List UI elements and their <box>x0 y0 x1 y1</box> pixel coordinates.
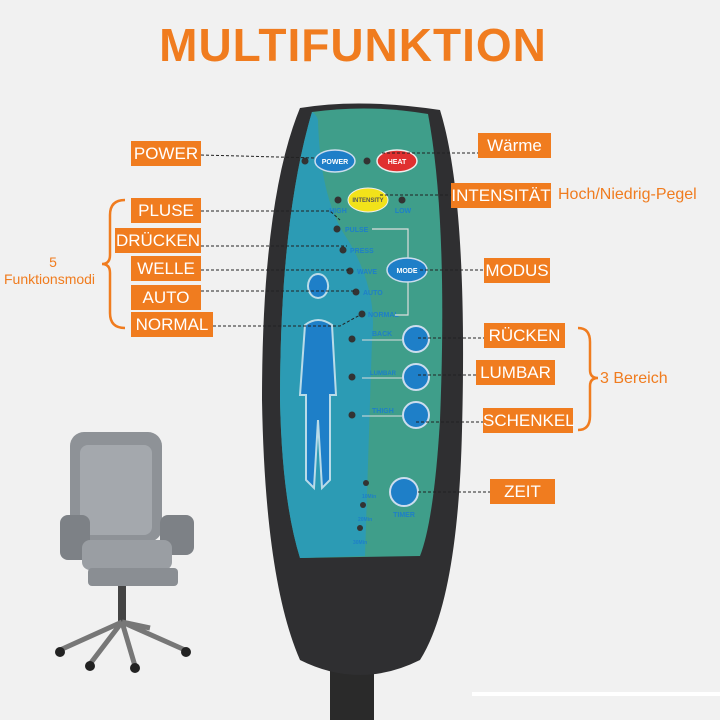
modes-count: 5 <box>49 254 57 270</box>
label-zeit: ZEIT <box>490 479 555 504</box>
zones-bracket <box>577 326 599 432</box>
label-welle: WELLE <box>131 256 201 281</box>
svg-text:10Min: 10Min <box>362 494 376 500</box>
svg-text:PRESS: PRESS <box>350 248 374 255</box>
label-intensitat: INTENSITÄT <box>451 183 551 208</box>
svg-text:BACK: BACK <box>372 331 392 338</box>
label-rucken: RÜCKEN <box>484 323 565 348</box>
intensity-button[interactable] <box>347 187 389 213</box>
modes-bracket <box>101 198 126 330</box>
label-modus: MODUS <box>484 258 550 283</box>
heat-button[interactable] <box>376 149 418 173</box>
svg-text:AUTO: AUTO <box>363 290 383 297</box>
chair-image <box>55 432 194 673</box>
svg-text:HIGH: HIGH <box>329 208 347 215</box>
lumbar-button[interactable] <box>402 363 430 391</box>
label-drucken: DRÜCKEN <box>115 228 201 253</box>
svg-text:MODE: MODE <box>397 268 418 275</box>
page-title: MULTIFUNKTION <box>159 19 547 71</box>
label-auto: AUTO <box>131 285 201 310</box>
svg-text:30Min: 30Min <box>353 540 367 546</box>
power-button[interactable] <box>314 149 356 173</box>
svg-text:INTENSITY: INTENSITY <box>352 198 383 204</box>
label-pluse: PLUSE <box>131 198 201 223</box>
svg-text:20Min: 20Min <box>358 517 372 523</box>
thigh-button[interactable] <box>402 401 430 429</box>
svg-text:NORMAL: NORMAL <box>368 312 399 319</box>
svg-text:THIGH: THIGH <box>372 408 394 415</box>
label-normal: NORMAL <box>131 312 213 337</box>
label-pegel: Hoch/Niedrig-Pegel <box>558 186 697 203</box>
zones-label: 3 Bereich <box>600 370 668 387</box>
label-lumbar: LUMBAR <box>476 360 555 385</box>
svg-text:WAVE: WAVE <box>357 269 377 276</box>
label-schenkel: SCHENKEL <box>483 408 575 433</box>
label-power: POWER <box>131 141 201 166</box>
svg-text:LOW: LOW <box>395 208 412 215</box>
svg-text:LUMBAR: LUMBAR <box>370 371 397 377</box>
svg-text:HEAT: HEAT <box>388 159 407 166</box>
modes-label: Funktionsmodi <box>4 271 96 287</box>
svg-text:PULSE: PULSE <box>345 227 369 234</box>
timer-button[interactable] <box>389 477 419 507</box>
label-warme: Wärme <box>478 133 551 158</box>
svg-text:TIMER: TIMER <box>393 512 415 519</box>
svg-text:POWER: POWER <box>322 159 348 166</box>
back-button[interactable] <box>402 325 430 353</box>
